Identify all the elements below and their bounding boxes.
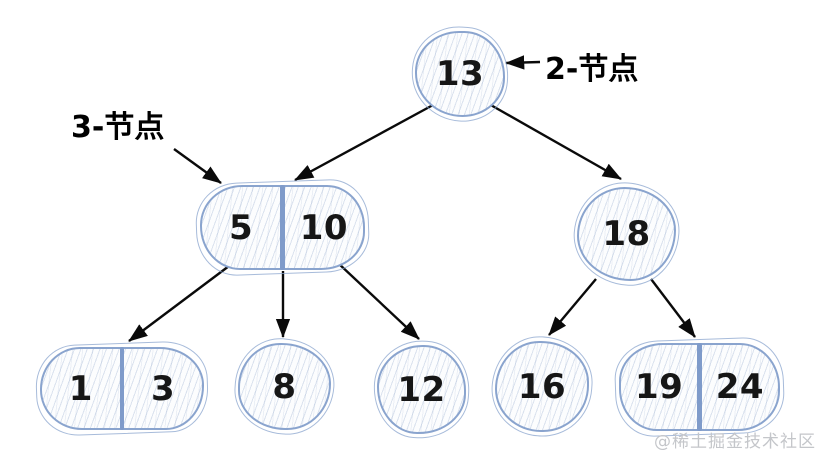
node-key: 1: [68, 368, 93, 409]
key-divider: [119, 347, 125, 430]
tree-node-16: 16: [495, 341, 589, 432]
three-node-annotation-arrow: [173, 148, 222, 184]
node-key: 3: [151, 368, 176, 409]
node-key: 12: [397, 369, 446, 410]
node-key: 19: [634, 367, 684, 407]
tree-node-18: 18: [577, 187, 676, 281]
node-key: 10: [299, 207, 349, 248]
edge-5-10-to-1-3: [128, 262, 234, 342]
edge-18-to-16: [548, 278, 597, 336]
three-node-annotation-label: 3-节点: [71, 110, 165, 145]
node-key: 16: [517, 366, 567, 407]
node-key: 13: [435, 54, 485, 94]
edge-13-to-5-10: [294, 103, 434, 182]
tree-node-8: 8: [238, 343, 331, 430]
edge-18-to-19-24: [650, 278, 696, 338]
node-key: 8: [272, 366, 297, 407]
tree-node-12: 12: [377, 345, 466, 434]
node-key: 24: [715, 367, 765, 407]
key-divider: [280, 185, 285, 270]
tree-node-1-3: 1 3: [40, 347, 204, 430]
two-node-annotation-arrow: [505, 55, 541, 70]
node-key: 18: [602, 214, 651, 254]
tree-node-13: 13: [415, 31, 505, 117]
watermark: @稀土掘金技术社区: [654, 432, 816, 452]
two-node-annotation-label: 2-节点: [545, 52, 639, 87]
tree-node-5-10: 5 10: [200, 185, 365, 270]
node-key: 5: [229, 207, 254, 248]
edge-5-10-to-12: [337, 262, 420, 340]
key-divider: [697, 343, 702, 431]
tree-node-19-24: 19 24: [619, 343, 780, 431]
edge-13-to-18: [488, 102, 622, 181]
